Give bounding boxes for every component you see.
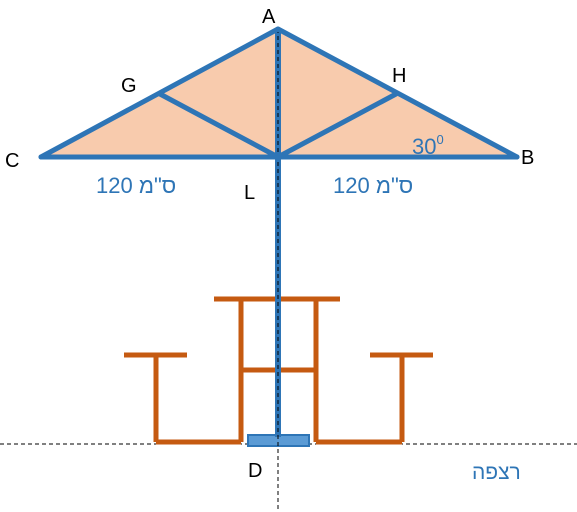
picnic-table xyxy=(124,296,433,445)
angle-value: 30 xyxy=(412,134,436,159)
angle-label: 300 xyxy=(412,132,444,159)
segment-LH xyxy=(275,91,399,160)
point-B-label: B xyxy=(521,147,534,169)
point-G-label: G xyxy=(121,75,137,97)
canopy-frame xyxy=(38,26,520,160)
angle-degree: 0 xyxy=(436,132,443,147)
point-H-label: H xyxy=(392,65,406,87)
point-C-label: C xyxy=(5,150,19,172)
right-length-label: 120 ס"מ xyxy=(333,173,413,198)
point-L-label: L xyxy=(244,182,255,204)
point-A-label: A xyxy=(262,6,276,28)
floor-label: רצפה xyxy=(472,461,521,484)
point-D-label: D xyxy=(248,460,262,482)
left-length-label: 120 ס"מ xyxy=(96,173,176,198)
segment-GL xyxy=(157,91,281,160)
